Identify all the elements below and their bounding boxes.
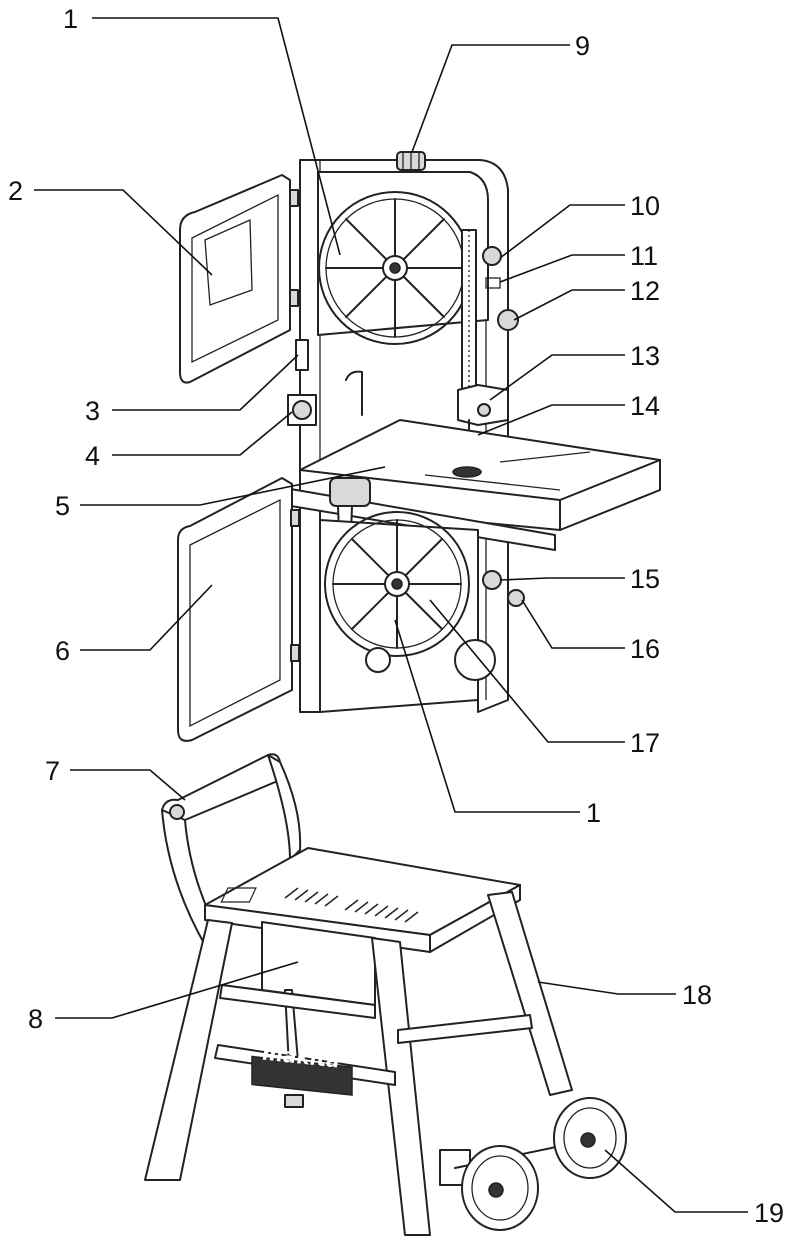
label-15: 15 [630,564,660,594]
label-6: 6 [55,636,70,666]
knob-15 [482,570,502,590]
label-1-bottom: 1 [586,798,601,828]
label-5: 5 [55,491,70,521]
band-saw [177,151,661,742]
label-2: 2 [8,176,23,206]
leader-lines [34,17,748,1213]
tilt-scale [295,339,309,371]
label-1-top: 1 [63,4,78,34]
stand-leg-back-right [487,891,573,1096]
upper-wheel [318,191,472,345]
wheel-front [461,1145,539,1231]
callout-labels: 1 2 3 4 5 6 7 8 9 10 11 12 13 14 15 16 1… [8,4,784,1228]
label-8: 8 [28,1004,43,1034]
stand-leg-front-right [371,937,431,1236]
makita-logo: makita [251,1041,353,1096]
label-13: 13 [630,341,660,371]
upper-door [179,174,299,384]
label-7: 7 [45,756,60,786]
label-18: 18 [682,980,712,1010]
lower-door [177,477,300,742]
lower-wheel [324,511,470,657]
label-12: 12 [630,276,660,306]
switch-box [287,394,317,426]
knob-10 [482,246,502,266]
stand: makita [144,753,627,1236]
stand-leg-front-left [144,919,233,1181]
knob-16 [507,589,525,607]
label-19: 19 [754,1198,784,1228]
label-4: 4 [85,441,100,471]
blade-tension-knob [396,151,426,171]
label-16: 16 [630,634,660,664]
upper-wheel-housing [317,171,489,336]
wheel-rear [553,1097,627,1179]
label-10: 10 [630,191,660,221]
label-14: 14 [630,391,660,421]
label-17: 17 [630,728,660,758]
label-9: 9 [575,31,590,61]
knob-12 [497,309,519,331]
label-11: 11 [630,241,658,271]
vent-slots [284,887,419,923]
label-3: 3 [85,396,100,426]
